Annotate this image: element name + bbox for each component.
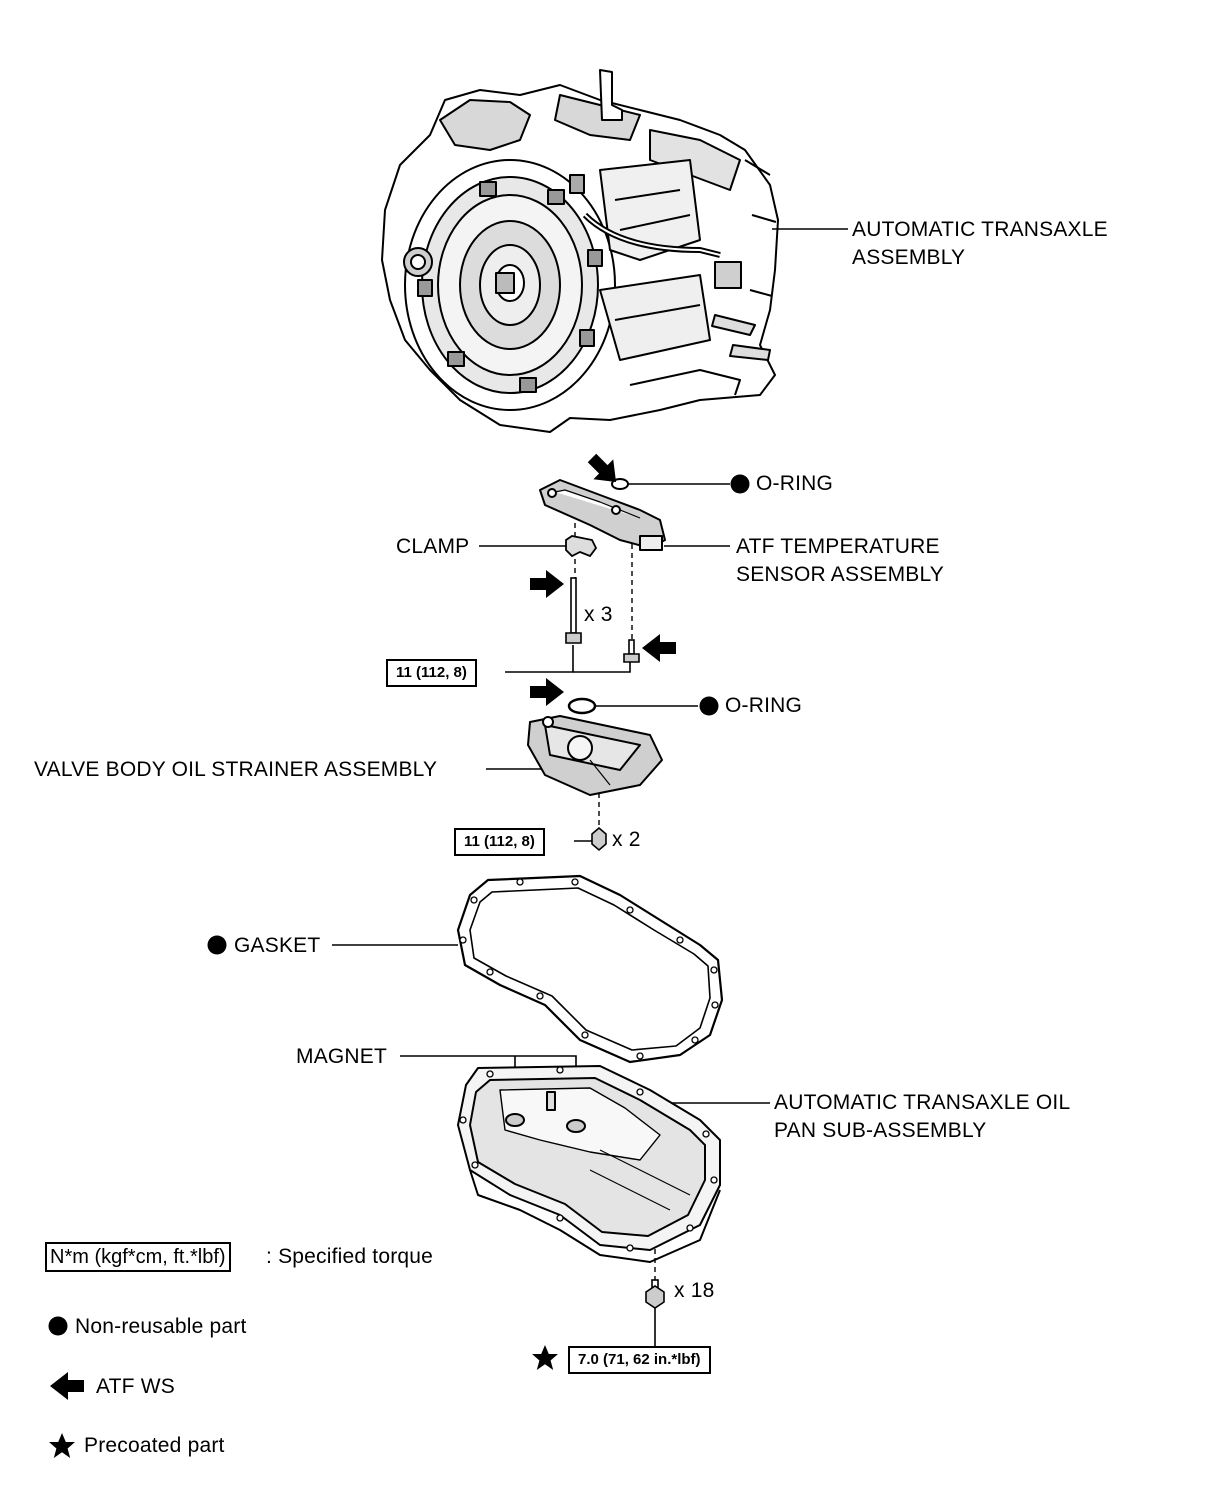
oil-pan-label-line2: PAN SUB-ASSEMBLY xyxy=(774,1119,987,1142)
arrow-left-icon xyxy=(50,1372,84,1400)
sensor-short-bolt xyxy=(623,639,640,663)
oil-pan-drawing xyxy=(457,1065,721,1263)
legend-torque-text: : Specified torque xyxy=(266,1245,434,1268)
transaxle-label-line2: ASSEMBLY xyxy=(852,246,966,269)
gasket-drawing xyxy=(456,874,724,1064)
transaxle-label-line1: AUTOMATIC TRANSAXLE xyxy=(852,218,1108,241)
magnet-label: MAGNET xyxy=(296,1045,388,1068)
atf-sensor-label: ATF TEMPERATURE SENSOR ASSEMBLY xyxy=(736,533,944,589)
o-ring-top-label: O-RING xyxy=(756,472,834,495)
transaxle-assembly-drawing xyxy=(381,69,779,433)
filled-circle-icon xyxy=(699,696,719,716)
atf-temperature-sensor-drawing xyxy=(539,479,666,551)
legend-torque-box: N*m (kgf*cm, ft.*lbf) xyxy=(45,1242,231,1272)
oil-pan-label-line1: AUTOMATIC TRANSAXLE OIL xyxy=(774,1091,1071,1114)
clamp-label: CLAMP xyxy=(396,535,470,558)
strainer-bolt-torque: 11 (112, 8) xyxy=(454,828,545,856)
strainer-bolt xyxy=(591,826,607,852)
legend-atf-ws: ATF WS xyxy=(96,1375,175,1398)
oil-strainer-drawing xyxy=(527,715,663,796)
strainer-bolt-qty: x 2 xyxy=(612,828,641,851)
gasket-label: GASKET xyxy=(234,934,321,957)
sensor-bolt-torque: 11 (112, 8) xyxy=(386,659,477,687)
strainer-label: VALVE BODY OIL STRAINER ASSEMBLY xyxy=(34,758,438,781)
arrow-right-icon xyxy=(530,570,564,598)
legend-precoated: Precoated part xyxy=(84,1434,225,1457)
pan-bolt-qty: x 18 xyxy=(674,1279,715,1302)
transaxle-label: AUTOMATIC TRANSAXLE ASSEMBLY xyxy=(852,216,1108,272)
atf-sensor-label-line2: SENSOR ASSEMBLY xyxy=(736,563,945,586)
oil-pan-bolt xyxy=(645,1279,665,1309)
star-icon xyxy=(532,1345,558,1370)
pan-bolt-torque: 7.0 (71, 62 in.*lbf) xyxy=(568,1346,711,1374)
filled-circle-icon xyxy=(48,1316,68,1336)
sensor-bolt-qty: x 3 xyxy=(584,603,613,626)
o-ring-top xyxy=(611,478,629,490)
atf-sensor-label-line1: ATF TEMPERATURE xyxy=(736,535,940,558)
filled-circle-icon xyxy=(207,935,227,955)
arrow-right-icon xyxy=(582,448,626,492)
filled-circle-icon xyxy=(730,474,750,494)
legend-non-reusable: Non-reusable part xyxy=(75,1315,247,1338)
non-reusable-markers xyxy=(207,474,750,955)
arrow-left-icon xyxy=(642,634,676,662)
o-ring-mid-label: O-RING xyxy=(725,694,803,717)
arrow-right-icon xyxy=(530,678,564,706)
sensor-long-bolt xyxy=(565,577,582,644)
clamp-drawing xyxy=(565,535,598,558)
star-icon xyxy=(49,1433,75,1458)
oil-pan-label: AUTOMATIC TRANSAXLE OIL PAN SUB-ASSEMBLY xyxy=(774,1089,1070,1145)
o-ring-mid xyxy=(567,697,597,715)
